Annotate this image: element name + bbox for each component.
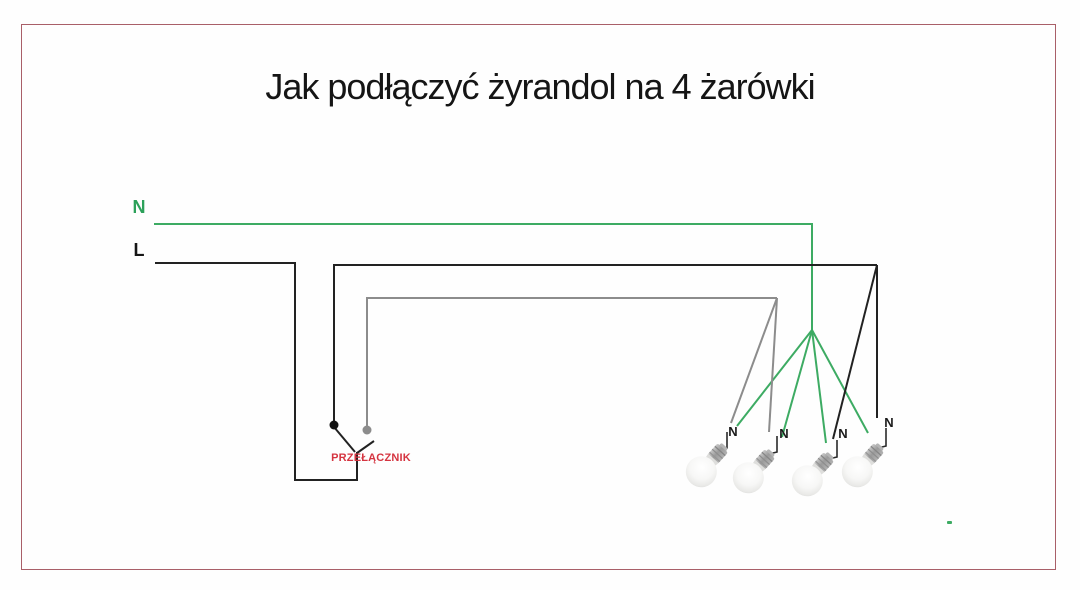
bulb-3-neutral-label: N [838, 426, 848, 441]
switched-wire-black [333, 264, 878, 440]
light-bulb-icon [834, 434, 893, 495]
light-bulb-icon [784, 443, 843, 504]
light-bulb-icon [725, 440, 784, 501]
bulb-brackets [718, 428, 887, 461]
bulb-2-neutral-label: N [779, 426, 789, 441]
green-speck-artifact [947, 521, 952, 524]
switch-label: PRZEŁĄCZNIK [331, 452, 411, 464]
switch-contact-gray-dot [362, 425, 372, 435]
switched-wire-gray [366, 297, 778, 433]
live-wire-black [155, 262, 358, 481]
page-title: Jak podłączyć żyrandol na 4 żarówki [265, 66, 815, 107]
switch-symbol [329, 420, 375, 454]
bulb-1-neutral-label: N [728, 424, 738, 439]
bulb-4-neutral-label: N [884, 415, 894, 430]
neutral-label: N [132, 197, 146, 217]
neutral-wire-green [154, 223, 869, 444]
live-label: L [133, 240, 145, 260]
switch-contact-black-dot [329, 420, 339, 430]
